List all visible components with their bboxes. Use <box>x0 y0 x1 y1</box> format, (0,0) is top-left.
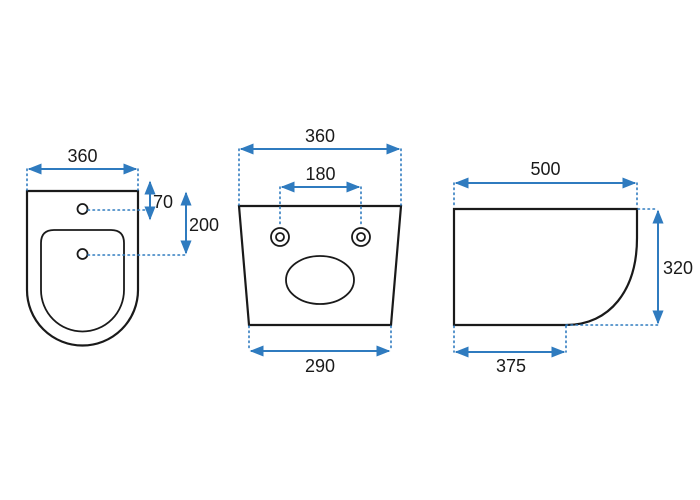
outlet-opening <box>285 255 355 305</box>
bowl-inner-outline <box>40 229 125 333</box>
mount-hole-left-inner <box>275 232 285 242</box>
mount-spacing-label: 180 <box>305 164 335 184</box>
tap-hole-label: 70 <box>153 192 173 212</box>
side-height-label: 320 <box>663 258 693 278</box>
mount-hole-right-inner <box>356 232 366 242</box>
side-length-label: 500 <box>530 159 560 179</box>
side-body-outline <box>452 207 639 327</box>
tap-hole <box>76 203 89 215</box>
drain-hole <box>76 248 89 260</box>
rear-view: 360 180 290 <box>237 126 403 376</box>
rear-bottom-width-label: 290 <box>305 356 335 376</box>
rear-top-width-label: 360 <box>305 126 335 146</box>
side-view: 500 320 375 <box>452 159 693 376</box>
side-base-length-label: 375 <box>496 356 526 376</box>
front-view: 360 70 200 <box>25 146 219 347</box>
drain-label: 200 <box>189 215 219 235</box>
front-width-label: 360 <box>67 146 97 166</box>
